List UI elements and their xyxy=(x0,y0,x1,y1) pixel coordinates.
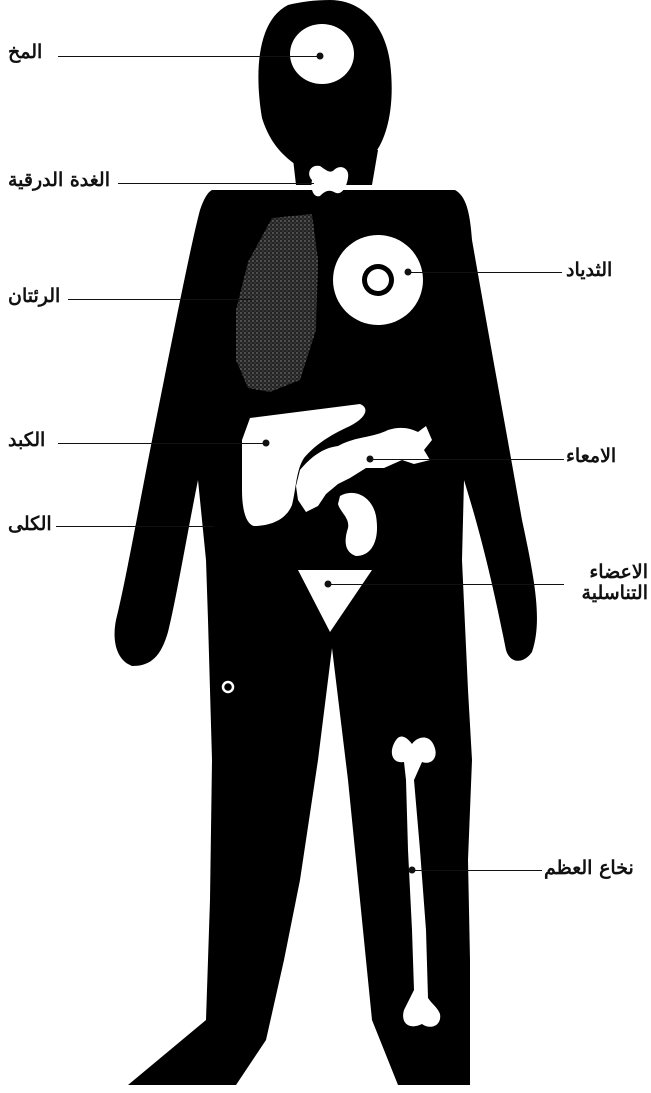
torso-silhouette xyxy=(115,190,537,1085)
label-liver: الكبد xyxy=(8,430,45,451)
label-brain: المخ xyxy=(8,42,42,63)
liver-leader xyxy=(58,443,266,444)
genitals-leader xyxy=(328,584,564,585)
label-kidneys: الكلى xyxy=(8,514,52,535)
label-breast: الثدياد xyxy=(566,260,612,281)
label-thyroid: الغدة الدرقية xyxy=(8,170,110,191)
breast-leader xyxy=(408,272,562,273)
label-genitals-line1: الاعضاء xyxy=(560,562,648,583)
bone-marrow-leader xyxy=(412,870,542,871)
thyroid-leader xyxy=(118,183,314,184)
breast-organ xyxy=(333,235,423,325)
lungs-leader xyxy=(68,299,252,300)
brain-leader xyxy=(58,56,320,57)
label-lungs: الرئتان xyxy=(8,286,60,307)
label-genitals: الاعضاء التناسلية xyxy=(560,562,648,604)
kidneys-leader xyxy=(56,526,214,527)
intestines-leader xyxy=(370,459,564,460)
label-genitals-line2: التناسلية xyxy=(560,583,648,604)
label-bone-marrow: نخاع العظم xyxy=(544,858,634,879)
label-intestines: الامعاء xyxy=(566,446,616,467)
